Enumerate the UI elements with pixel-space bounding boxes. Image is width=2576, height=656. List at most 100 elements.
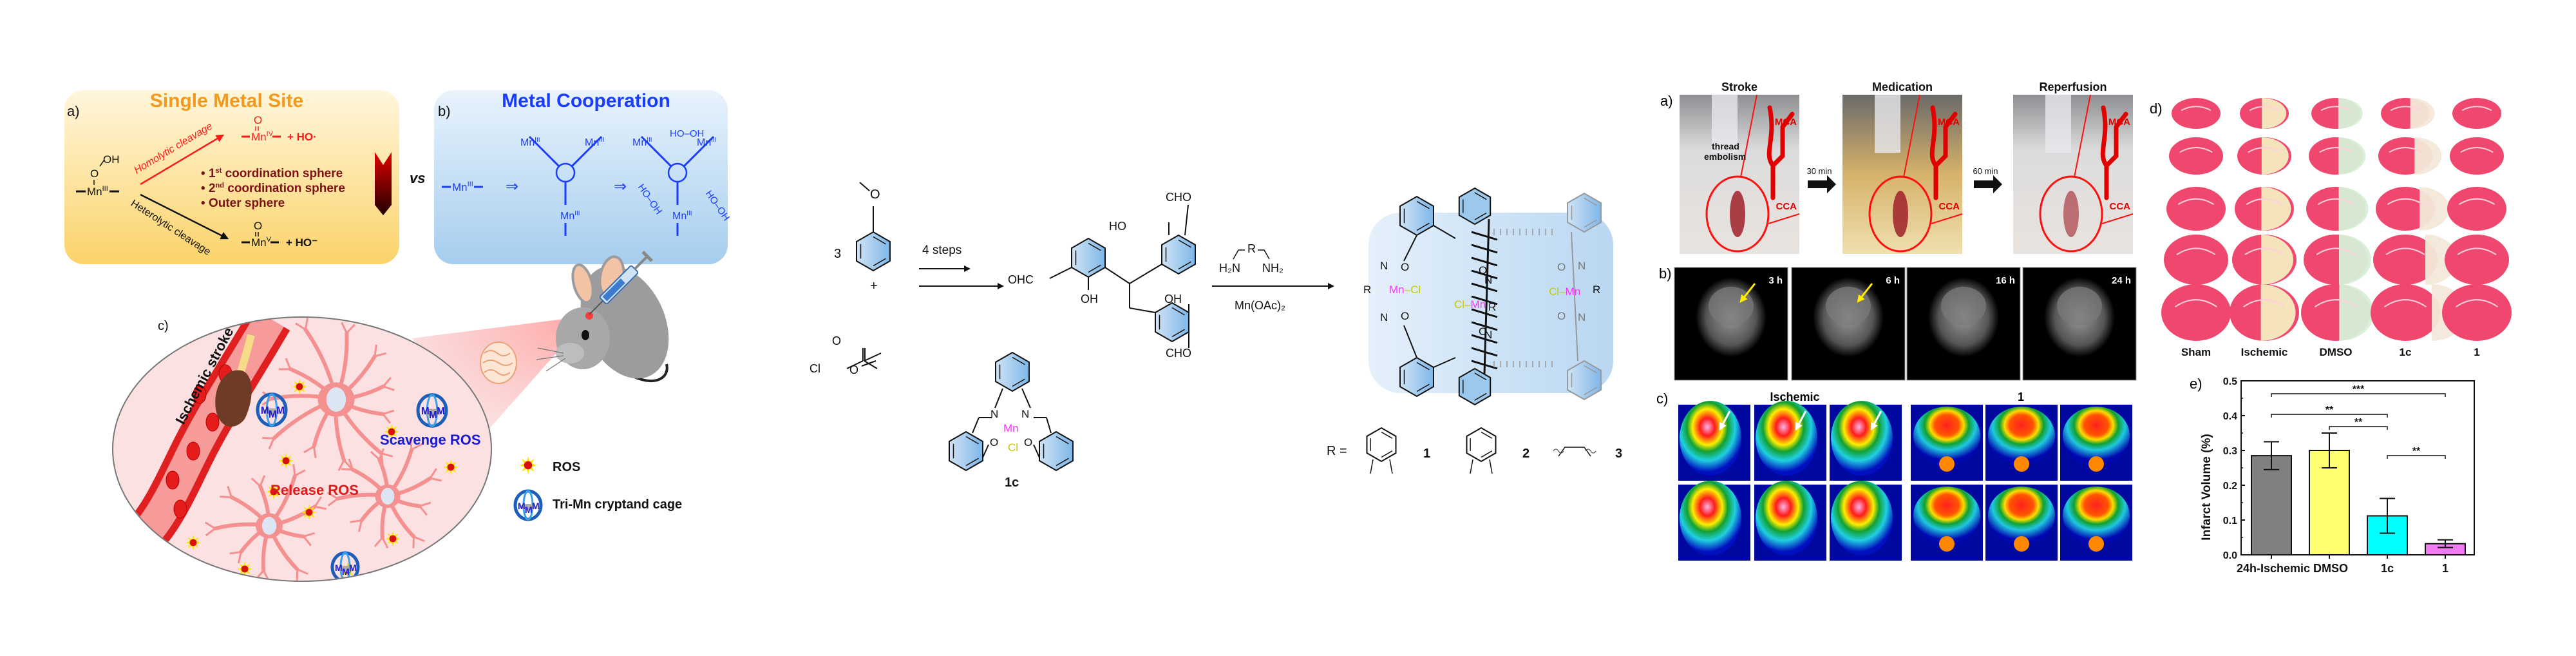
four-steps-label: 4 steps — [922, 244, 961, 257]
svg-text:MnIV: MnIV — [251, 130, 274, 143]
brain-slice — [2445, 235, 2509, 285]
brain-slice — [2442, 284, 2512, 341]
mn-center-label: MnIII — [585, 137, 605, 148]
cage-labels: Mn–Cl Cl–Mn Cl–Mn R R R N N O O O O N N … — [1363, 260, 1600, 341]
diamine-r-label: R — [1247, 242, 1256, 255]
brain-slice — [2306, 187, 2369, 231]
infarct-area — [2338, 98, 2363, 129]
mca-label: MCA — [1775, 117, 1797, 128]
mouse-tail — [634, 363, 668, 383]
heatmap-ischemic — [1754, 401, 1826, 481]
panel-c-label: c) — [158, 319, 169, 333]
panel-a-label: a) — [67, 103, 80, 119]
cho-label: CHO — [1166, 191, 1191, 204]
svg-text:O: O — [1401, 261, 1409, 273]
svg-text:M: M — [349, 563, 357, 573]
heatmap-compound-1 — [1911, 485, 1983, 561]
r-group-definitions: R = 1 2 3 — [1327, 444, 1622, 461]
panel-b-label: b) — [438, 103, 451, 119]
infarct-area — [2420, 187, 2450, 231]
svg-text:Mn–Cl: Mn–Cl — [1389, 284, 1421, 296]
ros-star-icon — [266, 484, 281, 499]
brain-slice — [2235, 187, 2294, 231]
x-tick-label: 24h-Ischemic — [2237, 562, 2310, 575]
svg-text:1: 1 — [1423, 447, 1430, 461]
mn-hydroperoxide-reactant: OH O MnIII — [76, 153, 120, 198]
ohc-label: OHC — [1008, 273, 1034, 286]
svg-text:O: O — [1024, 436, 1032, 449]
chemical-structures — [846, 182, 1613, 474]
brain-group-label: Ischemic — [2241, 346, 2288, 358]
brain-slice — [2172, 98, 2221, 129]
brain-group-label: Sham — [2181, 346, 2211, 358]
release-ros-label: Release ROS — [270, 482, 359, 498]
mca-label: MCA — [1938, 117, 1960, 128]
time-point-label: 3 h — [1768, 275, 1783, 286]
svg-text:Cl–Mn: Cl–Mn — [1454, 298, 1486, 311]
homolytic-arrow — [140, 134, 225, 186]
panel-b-label: b) — [1659, 265, 1672, 282]
ros-star-icon — [384, 424, 399, 439]
y-tick-label: 0.0 — [2223, 550, 2237, 561]
svg-text:O: O — [1479, 264, 1487, 276]
svg-text:O: O — [1479, 325, 1487, 338]
error-bar — [2438, 539, 2453, 548]
ros-star-icon — [443, 459, 459, 475]
brain-slice — [2381, 98, 2435, 129]
highlight-circle — [2039, 175, 2103, 253]
bullet-item: • Outer sphere — [201, 197, 285, 210]
heatmap-ischemic — [1678, 481, 1750, 561]
mri-scan: 24 h — [2022, 267, 2137, 381]
error-bar — [2322, 432, 2337, 468]
panel-a-label: a) — [1660, 93, 1673, 109]
mri-scan: 3 h — [1674, 267, 1788, 381]
stoichiometry-coefficient: 3 — [834, 247, 841, 261]
brain-slice — [2230, 284, 2299, 341]
hooh-label: HO–OH — [670, 128, 704, 139]
mn-center-label: MnIII — [672, 210, 692, 222]
mouse-ear — [571, 263, 594, 304]
svg-text:N: N — [990, 408, 998, 420]
highlight-circle — [1705, 175, 1770, 253]
anisole-oxygen: O — [870, 188, 880, 202]
infarct-area — [2338, 137, 2366, 175]
heatmap-ischemic — [1830, 481, 1902, 561]
significance-label: ** — [2412, 446, 2421, 457]
brain-slice — [2304, 235, 2371, 285]
brain-slice — [2169, 137, 2223, 175]
brain-slice — [2376, 187, 2450, 231]
infarct-area — [2410, 98, 2435, 129]
infarct-area — [2414, 137, 2442, 175]
heatmap-ischemic — [1678, 401, 1750, 481]
svg-text:MnIII: MnIII — [452, 180, 473, 193]
brain-group-label: DMSO — [2320, 346, 2353, 358]
complex-1c-labels: Mn Cl N N O O 1c — [990, 408, 1032, 490]
panel-c-label: c) — [1656, 391, 1668, 407]
artery-diagram — [2100, 105, 2128, 200]
svg-text:R =: R = — [1327, 444, 1347, 458]
heatmap-compound-1 — [1985, 405, 2058, 481]
bullet-item: • 2nd coordination sphere — [201, 182, 345, 195]
brain-slice — [2378, 137, 2442, 175]
red-blood-cell — [205, 412, 220, 432]
svg-text:M: M — [525, 505, 533, 515]
mn-center-label: MnIII — [560, 210, 580, 222]
significance-label: ** — [2325, 405, 2334, 416]
synthesis-scheme: 3 + O O Cl O 4 steps OHC OH HO CHO OH CH… — [810, 182, 1622, 490]
red-blood-cell — [193, 385, 207, 404]
benzene-ring — [1155, 302, 1189, 343]
infarct-area — [2261, 187, 2291, 231]
chloroformate-o: O — [849, 363, 858, 376]
bar-24h-ischemic — [2251, 455, 2292, 555]
svg-text:M: M — [518, 501, 526, 511]
svg-text:3: 3 — [1615, 447, 1622, 461]
time-interval-label: 60 min — [1973, 166, 1998, 176]
panel-b-title: Metal Cooperation — [502, 90, 670, 111]
